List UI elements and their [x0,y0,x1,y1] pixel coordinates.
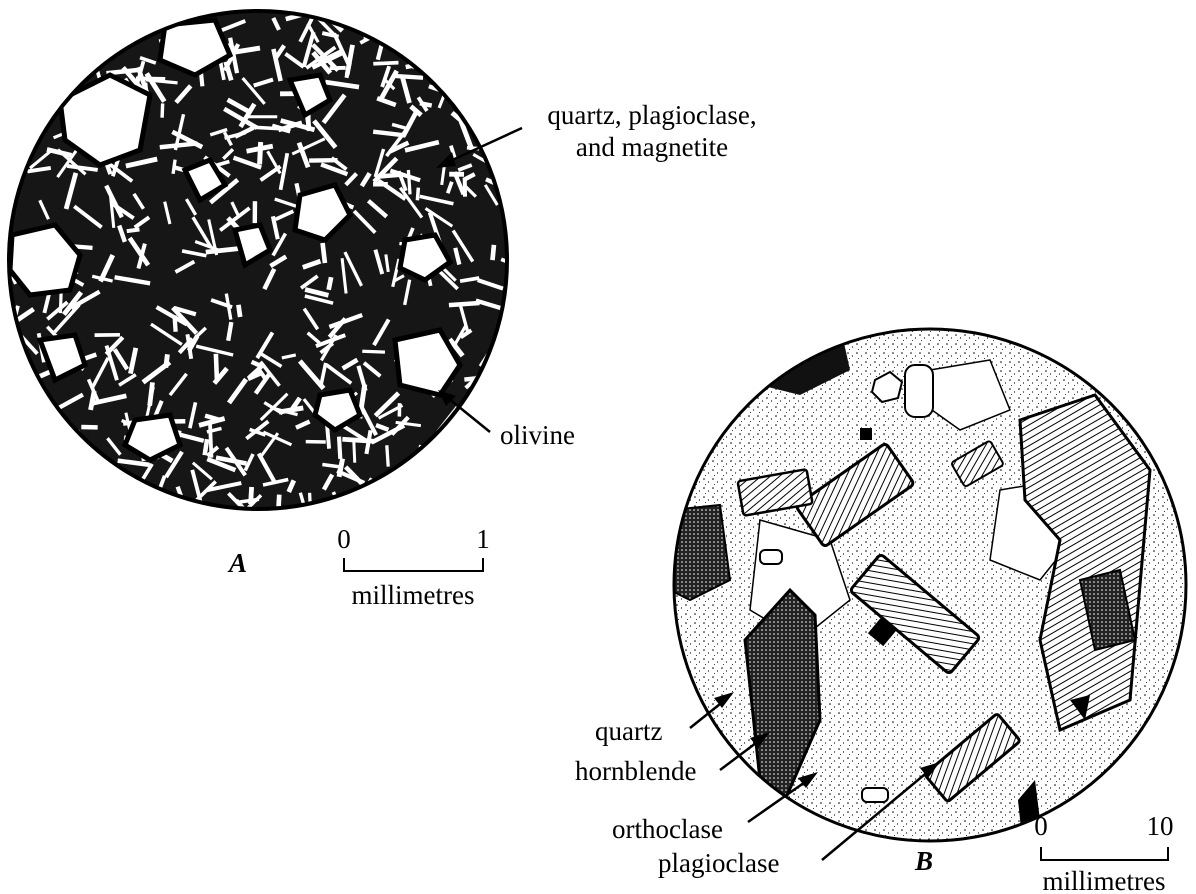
scale-a-end: 1 [476,524,490,554]
label-orthoclase: orthoclase [612,814,723,844]
scale-b-end: 10 [1147,811,1174,841]
label-hornblende: hornblende [575,756,696,786]
label-quartz-plagioclase-magnetite-line2: and magnetite [576,132,728,162]
label-quartz-plagioclase-magnetite-line1: quartz, plagioclase, [547,100,756,130]
scale-b-start: 0 [1034,811,1048,841]
thin-section-a-circle [0,10,539,532]
scale-a-start: 0 [337,524,351,554]
scale-bar-b: 0 10 millimetres [1034,811,1173,894]
scale-bar-a: 0 1 millimetres [337,524,490,610]
label-plagioclase: plagioclase [658,848,779,878]
panel-letter-a: A [227,548,247,578]
label-quartz: quartz [595,716,662,746]
panel-letter-b: B [914,846,933,876]
panel-a: quartz, plagioclase, and magnetite olivi… [0,10,757,610]
scale-b-unit: millimetres [1043,866,1166,894]
label-olivine: olivine [500,420,575,450]
scale-a-unit: millimetres [352,580,475,610]
panel-b: quartz hornblende orthoclase plagioclase… [575,325,1190,894]
